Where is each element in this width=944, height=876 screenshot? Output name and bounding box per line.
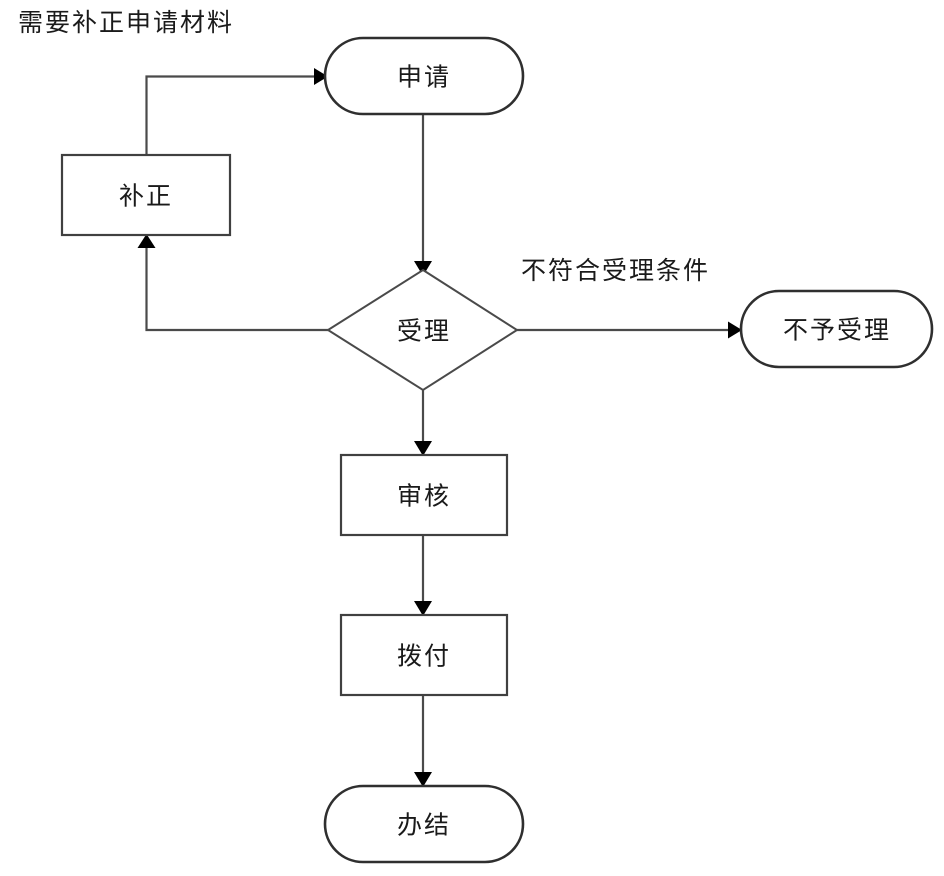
node-correct[interactable]: 补正 (60, 153, 232, 237)
node-reject-label: 不予受理 (783, 316, 891, 345)
node-apply-label: 申请 (397, 63, 451, 92)
edge-accept-to-review (414, 390, 432, 456)
arrowhead-into-correct (137, 234, 156, 248)
edge-label-need-correction: 需要补正申请材料 (18, 8, 234, 37)
node-review-shape[interactable] (339, 453, 509, 537)
node-reject-shape[interactable] (739, 289, 934, 369)
edge-accept-to-correct-line (145, 248, 328, 332)
edge-correct-to-apply-line (145, 75, 314, 155)
node-accept-shape[interactable] (326, 268, 519, 392)
node-complete[interactable]: 办结 (323, 784, 525, 864)
arrowhead-into-apply (314, 68, 328, 85)
edge-disburse-to-complete (414, 695, 432, 787)
node-complete-shape[interactable] (323, 784, 525, 864)
node-complete-label: 办结 (397, 811, 451, 840)
arrowhead-into-complete (414, 772, 432, 787)
node-disburse-shape[interactable] (339, 613, 509, 697)
node-disburse-label: 拨付 (397, 642, 451, 671)
edge-apply-to-accept (414, 114, 432, 276)
node-apply[interactable]: 申请 (323, 36, 525, 116)
node-reject[interactable]: 不予受理 (739, 289, 934, 369)
arrowhead-into-review (414, 441, 432, 456)
arrowhead-into-accept (414, 261, 432, 276)
node-correct-label: 补正 (119, 182, 173, 211)
node-accept[interactable]: 受理 (326, 268, 519, 392)
node-review-label: 审核 (397, 482, 451, 511)
edge-accept-to-reject (517, 321, 742, 339)
edge-review-to-disburse (414, 535, 432, 616)
edge-accept-to-correct (137, 234, 328, 332)
node-review[interactable]: 审核 (339, 453, 509, 537)
node-accept-label: 受理 (397, 317, 451, 346)
node-disburse[interactable]: 拨付 (339, 613, 509, 697)
node-apply-shape[interactable] (323, 36, 525, 116)
node-correct-shape[interactable] (60, 153, 232, 237)
arrowhead-into-disburse (414, 601, 432, 616)
edge-correct-to-apply (145, 68, 328, 155)
arrowhead-into-reject (728, 321, 742, 339)
edge-label-not-eligible: 不符合受理条件 (521, 256, 710, 285)
